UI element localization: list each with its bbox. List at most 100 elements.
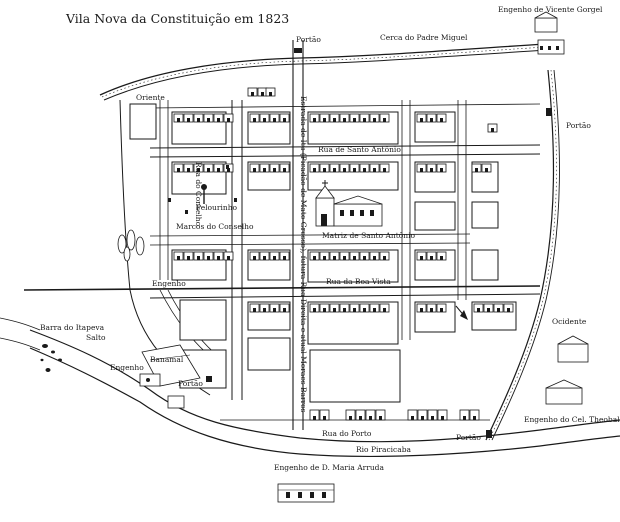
label-ocidente: Ocidente bbox=[552, 317, 587, 326]
house-door bbox=[263, 308, 266, 312]
house-door bbox=[333, 168, 336, 172]
house-door bbox=[217, 168, 220, 172]
house-door bbox=[507, 308, 510, 312]
label-portao-right: Portão bbox=[566, 121, 591, 130]
house-door bbox=[323, 308, 326, 312]
house-door bbox=[353, 168, 356, 172]
label-rua-porto: Rua do Porto bbox=[322, 429, 372, 438]
label-estrada-itu: Estrada de Itu (Picadão de Mato Grosso),… bbox=[299, 96, 308, 413]
house-door bbox=[379, 416, 382, 420]
label-engenho-lower: Engenho bbox=[110, 363, 144, 372]
house-door bbox=[269, 92, 272, 96]
label-banamal: Banamal bbox=[150, 355, 184, 364]
label-rua-boa-vista: Rua da Boa Vista bbox=[326, 277, 391, 286]
house-door bbox=[177, 118, 180, 122]
house-door bbox=[420, 256, 423, 260]
gate-markers bbox=[206, 48, 552, 438]
house-door bbox=[283, 308, 286, 312]
house-door bbox=[430, 168, 433, 172]
label-rua-conselho: Rua do Conselho bbox=[194, 162, 203, 227]
house-door bbox=[440, 256, 443, 260]
house-door bbox=[440, 168, 443, 172]
house-door bbox=[475, 168, 478, 172]
roads bbox=[23, 40, 541, 430]
house-door bbox=[363, 118, 366, 122]
house-door bbox=[333, 256, 336, 260]
house-door bbox=[187, 168, 190, 172]
house-door bbox=[373, 168, 376, 172]
house-door bbox=[383, 168, 386, 172]
eastern-fence bbox=[485, 69, 560, 441]
map-title: Vila Nova da Constituição em 1823 bbox=[65, 11, 289, 26]
house-door bbox=[420, 308, 423, 312]
house-door bbox=[207, 168, 210, 172]
house-door bbox=[333, 308, 336, 312]
label-engenho-left: Engenho bbox=[152, 279, 186, 288]
house-door bbox=[313, 168, 316, 172]
house-door bbox=[323, 168, 326, 172]
house-door bbox=[343, 168, 346, 172]
house-door bbox=[373, 118, 376, 122]
house-door bbox=[227, 118, 230, 122]
house-door bbox=[227, 256, 230, 260]
house-door bbox=[273, 308, 276, 312]
house-door bbox=[477, 308, 480, 312]
label-salto: Salto bbox=[86, 333, 106, 342]
house-door bbox=[263, 118, 266, 122]
label-portao-bottom: Portão bbox=[456, 433, 481, 442]
pelourinho-pillory bbox=[201, 184, 207, 204]
house-door bbox=[273, 168, 276, 172]
houses bbox=[173, 87, 514, 421]
house-door bbox=[353, 308, 356, 312]
label-marcos-conselho: Marcos do Conselho bbox=[176, 222, 254, 231]
house-door bbox=[353, 256, 356, 260]
house-door bbox=[487, 308, 490, 312]
house-door bbox=[273, 118, 276, 122]
house-door bbox=[313, 118, 316, 122]
house-door bbox=[440, 308, 443, 312]
house-door bbox=[363, 256, 366, 260]
house-door bbox=[343, 256, 346, 260]
engenho-vicente-gorgel-buildings bbox=[534, 11, 565, 55]
house-door bbox=[177, 256, 180, 260]
house-door bbox=[253, 118, 256, 122]
house-door bbox=[261, 92, 264, 96]
label-oriente: Oriente bbox=[136, 93, 165, 102]
house-door bbox=[411, 416, 414, 420]
house-door bbox=[283, 256, 286, 260]
house-door bbox=[383, 308, 386, 312]
label-rua-santo-antonio: Rua de Santo Antônio bbox=[318, 145, 401, 154]
house-door bbox=[497, 308, 500, 312]
label-engenho-theobaldo: Engenho do Cel. Theobaldo bbox=[524, 415, 620, 424]
house-door bbox=[463, 416, 466, 420]
house-door bbox=[485, 168, 488, 172]
house-door bbox=[343, 308, 346, 312]
house-door bbox=[207, 118, 210, 122]
house-door bbox=[197, 118, 200, 122]
house-door bbox=[420, 118, 423, 122]
compass-arrow bbox=[455, 305, 468, 320]
label-matriz-santo-antonio: Matriz de Santo Antônio bbox=[322, 231, 415, 240]
house-door bbox=[217, 256, 220, 260]
house-door bbox=[343, 118, 346, 122]
house-door bbox=[491, 128, 494, 132]
label-portao-top: Portão bbox=[296, 35, 321, 44]
house-door bbox=[227, 168, 230, 172]
house-door bbox=[420, 168, 423, 172]
house-door bbox=[441, 416, 444, 420]
label-engenho-vicente-gorgel: Engenho de Vicente Gorgel bbox=[498, 5, 603, 14]
house-door bbox=[373, 308, 376, 312]
house-door bbox=[187, 256, 190, 260]
house-door bbox=[323, 416, 326, 420]
engenho-lower-buildings bbox=[139, 373, 185, 409]
house-door bbox=[383, 118, 386, 122]
house-door bbox=[373, 256, 376, 260]
house-door bbox=[253, 308, 256, 312]
house-door bbox=[187, 118, 190, 122]
house-door bbox=[177, 168, 180, 172]
house-door bbox=[363, 308, 366, 312]
salto-rocks bbox=[40, 344, 62, 372]
house-door bbox=[363, 168, 366, 172]
